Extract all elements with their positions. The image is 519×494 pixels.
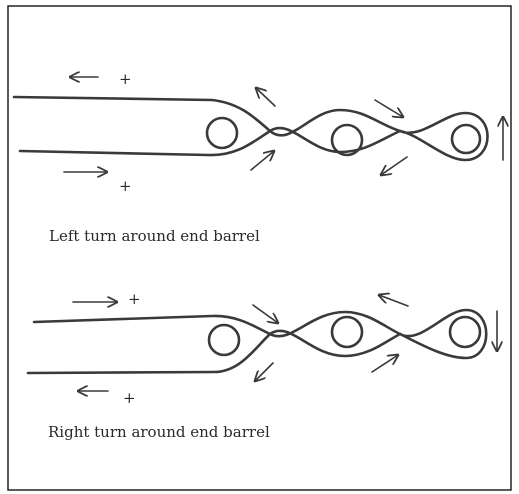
- barrel-3: [448, 315, 482, 349]
- plus-sign-top: +: [119, 70, 132, 88]
- barrel-1: [205, 116, 239, 150]
- arrow-downleft-icon: [381, 156, 408, 175]
- arrow-upright-icon: [250, 151, 274, 171]
- caption-right-turn: Right turn around end barrel: [48, 423, 270, 441]
- plus-sign-bottom: +: [123, 389, 136, 407]
- rope-lower: [26, 329, 402, 375]
- figure-border: [7, 5, 512, 491]
- diagram-right-turn: + + Right turn around end barrel: [26, 290, 497, 441]
- plus-sign-top: +: [128, 290, 141, 308]
- arrow-upright-icon: [371, 355, 398, 373]
- caption-left-turn: Left turn around end barrel: [49, 227, 260, 245]
- barrel-1: [207, 323, 241, 357]
- arrow-downright-icon: [252, 304, 278, 323]
- plus-sign-bottom: +: [119, 177, 132, 195]
- arrow-downright-icon: [374, 99, 403, 117]
- diagram-left-turn: + + Left turn around end barrel: [12, 70, 503, 245]
- rope-lower: [18, 126, 402, 157]
- barrel-2: [330, 123, 364, 157]
- arrow-downleft-icon: [255, 362, 274, 381]
- rope-upper: [32, 308, 488, 360]
- arrow-upleft-icon: [256, 88, 276, 107]
- barrel-3: [450, 123, 482, 155]
- rope-upper: [12, 95, 489, 162]
- arrow-upleft-icon: [379, 295, 409, 307]
- barrel-2: [330, 315, 364, 349]
